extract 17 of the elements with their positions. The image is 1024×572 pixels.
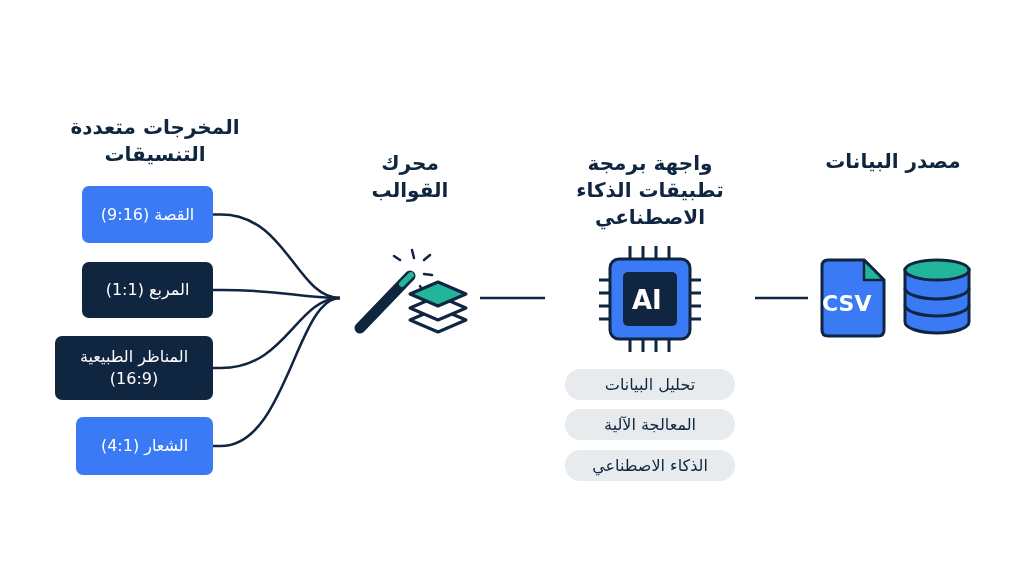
column-heading: محرك القوالب	[370, 150, 450, 204]
connector-line	[480, 296, 545, 300]
file-label: CSV	[822, 291, 872, 317]
feature-pill: المعالجة الآلية	[565, 409, 735, 440]
column-heading: المخرجات متعددة التنسيقات	[69, 114, 241, 168]
output-box: الشعار (4:1)	[76, 417, 213, 475]
connector-line	[213, 296, 341, 448]
output-box: المناظر الطبيعية (16:9)	[55, 336, 213, 400]
connector-line	[213, 213, 341, 300]
feature-pill: تحليل البيانات	[565, 369, 735, 400]
output-box: المربع (1:1)	[82, 262, 213, 318]
connector-line	[755, 296, 808, 300]
column-heading: واجهة برمجة تطبيقات الذكاء الاصطناعي	[575, 150, 725, 231]
feature-pill: الذكاء الاصطناعي	[565, 450, 735, 481]
output-box: القصة (9:16)	[82, 186, 213, 243]
column-heading: مصدر البيانات	[824, 148, 962, 175]
chip-label: AI	[632, 285, 662, 315]
